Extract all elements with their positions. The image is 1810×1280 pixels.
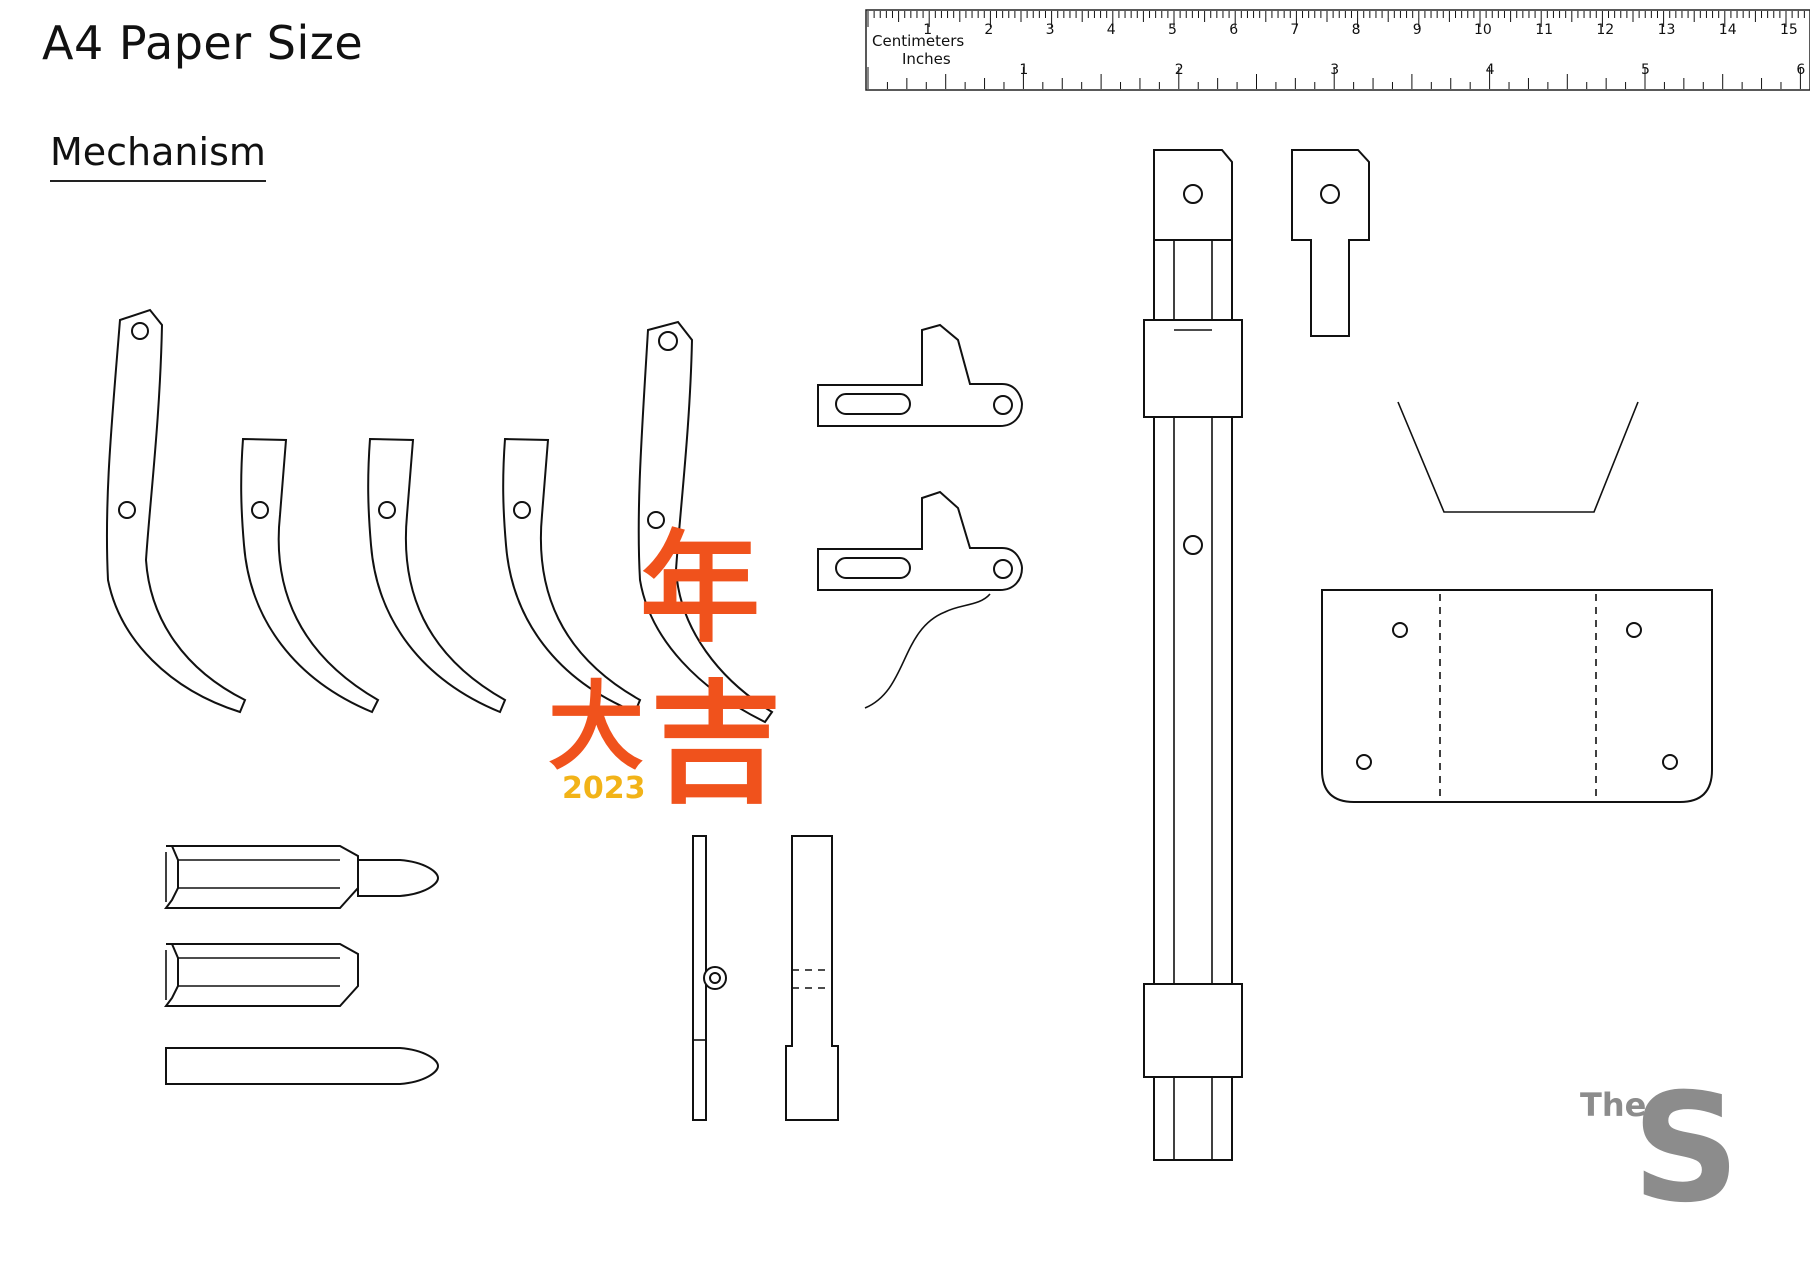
long-frame-part [1143,149,1243,1161]
ruler-inch-label: 6 [1796,62,1805,78]
ruler-inch-ticks: 1 2 3 4 5 6 [867,62,1805,89]
ruler-inch-label: 5 [1641,62,1650,78]
curved-spring-1 [240,437,380,714]
ruler-cm-label: 12 [1596,22,1614,38]
fold-panel [1321,589,1713,803]
ruler-cm-label: 11 [1535,22,1553,38]
page-title: A4 Paper Size [42,16,364,70]
stamp-year: 2023 [562,771,646,806]
thin-strip-part [692,835,727,1121]
bullet-1 [164,845,440,909]
ruler-cm-label: 6 [1229,22,1238,38]
curved-spring-2 [367,437,507,714]
ruler-inch-label: 4 [1486,62,1495,78]
ruler-cm-label: 7 [1290,22,1299,38]
ruler-cm-label: 9 [1413,22,1422,38]
ruler-inches-label: Inches [902,50,951,68]
ruler-cm-label: 8 [1352,22,1361,38]
ruler-cm-label: 3 [1046,22,1055,38]
slotted-plate-2 [817,490,1024,709]
tab-part [1291,149,1370,337]
stamp-char-da: 大 [548,671,644,783]
section-heading: Mechanism [50,130,266,182]
ruler-cm-label: 2 [984,22,993,38]
bullet-rod [165,1047,440,1085]
ruler-cm-label: 5 [1168,22,1177,38]
curved-spring-3 [502,437,642,714]
ruler-cm-label: 1 [923,22,932,38]
curved-lever-2 [637,320,774,724]
ruler-cm-label: 15 [1780,22,1798,38]
ruler-cm-label: 10 [1474,22,1492,38]
stamp-char-nian: 年 [640,520,760,659]
ruler-cm-label: 13 [1658,22,1676,38]
ruler-inch-label: 1 [1019,62,1028,78]
slotted-plate-1 [817,323,1024,427]
logo-prefix: The [1580,1086,1646,1124]
firing-pin-strip [785,835,839,1121]
ruler-inch-label: 2 [1175,62,1184,78]
ruler-centimeters-label: Centimeters [872,32,964,50]
ruler-inch-label: 3 [1330,62,1339,78]
ruler-cm-label: 4 [1107,22,1116,38]
stamp-char-ji: 吉 [650,668,782,822]
tray-outline [1397,401,1639,513]
new-year-stamp: 年 大 吉 2023 [548,520,782,822]
curved-lever-1 [105,308,247,714]
logo-letter: S [1632,1062,1740,1236]
the-s-logo: The S [1580,1062,1740,1236]
bullet-casing [164,943,359,1007]
ruler-cm-label: 14 [1719,22,1737,38]
